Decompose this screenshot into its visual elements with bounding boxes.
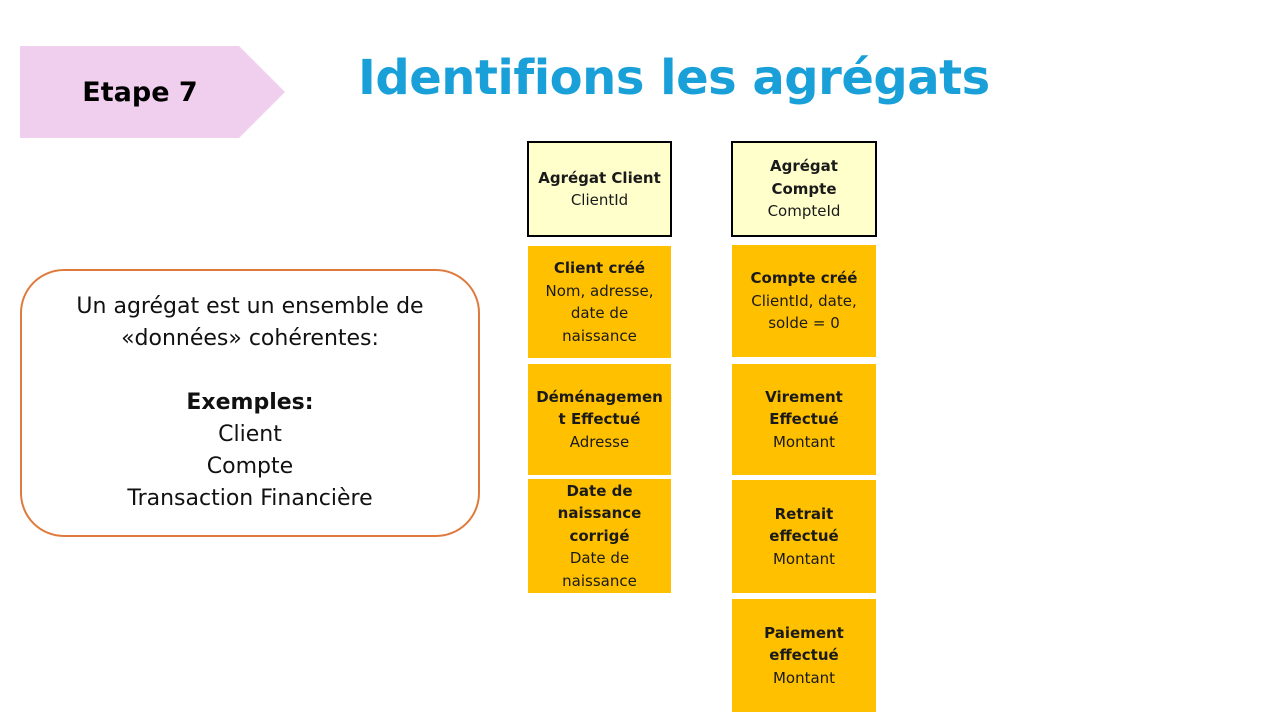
step-indicator: Etape 7 bbox=[20, 46, 285, 138]
event-card-payment: Paiement effectué Montant bbox=[732, 599, 876, 712]
event-title: Client créé bbox=[553, 259, 646, 277]
aggregate-id: CompteId bbox=[767, 202, 841, 221]
event-details: Montant bbox=[772, 432, 836, 451]
event-details: Adresse bbox=[569, 432, 630, 451]
aggregate-title: Agrégat Compte bbox=[770, 157, 838, 198]
event-details: Montant bbox=[772, 668, 836, 687]
examples-heading: Exemples: bbox=[186, 390, 314, 415]
event-card-client-created: Client créé Nom, adresse, date de naissa… bbox=[528, 246, 671, 358]
example-item: Transaction Financière bbox=[127, 486, 373, 511]
event-title: Paiement effectué bbox=[764, 623, 844, 665]
event-title: Retrait effectué bbox=[769, 504, 839, 546]
example-item: Compte bbox=[206, 454, 294, 479]
step-arrow-shape bbox=[20, 46, 285, 138]
info-line-2: «données» cohérentes: bbox=[121, 326, 379, 351]
example-item: Client bbox=[218, 422, 282, 447]
event-card-account-created: Compte créé ClientId, date, solde = 0 bbox=[732, 245, 876, 357]
info-box: Un agrégat est un ensemble de «données» … bbox=[20, 269, 480, 537]
step-label: Etape 7 bbox=[82, 76, 198, 108]
event-card-withdrawal: Retrait effectué Montant bbox=[732, 480, 876, 593]
event-title: Déménagement Effectué bbox=[536, 387, 663, 429]
event-title: Virement Effectué bbox=[765, 387, 843, 429]
event-card-birthdate-corrected: Date de naissance corrigé Date de naissa… bbox=[528, 479, 671, 593]
aggregate-id: ClientId bbox=[570, 191, 629, 209]
aggregate-compte-header: Agrégat Compte CompteId bbox=[731, 141, 877, 237]
event-details: Montant bbox=[772, 549, 836, 568]
aggregate-client-header: Agrégat Client ClientId bbox=[527, 141, 672, 237]
aggregate-title: Agrégat Client bbox=[538, 168, 661, 187]
event-details: Date de naissance bbox=[562, 549, 637, 590]
event-card-transfer: Virement Effectué Montant bbox=[732, 364, 876, 475]
info-line-1: Un agrégat est un ensemble de bbox=[76, 294, 424, 319]
event-title: Date de naissance corrigé bbox=[557, 481, 642, 545]
event-details: ClientId, date, solde = 0 bbox=[751, 291, 857, 333]
slide-title: Identifions les agrégats bbox=[358, 50, 990, 106]
event-title: Compte créé bbox=[750, 269, 858, 288]
event-card-moved: Déménagement Effectué Adresse bbox=[528, 364, 671, 475]
event-details: Nom, adresse, date de naissance bbox=[545, 281, 654, 345]
